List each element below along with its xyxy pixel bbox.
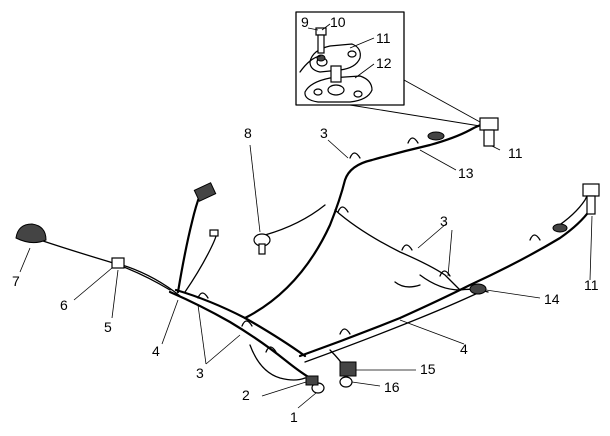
connector-small: [209, 229, 219, 237]
label-16: 16: [384, 379, 400, 395]
lamp-lead: [39, 239, 171, 291]
vertical-branch-small: [184, 235, 217, 293]
inset-callout-line-1: [403, 79, 481, 123]
leader-16: [351, 381, 381, 387]
sensor-11-right-stem: [586, 195, 596, 215]
label-5: 5: [104, 319, 112, 335]
sender-8-stem: [258, 243, 266, 255]
bolt-9-head: [315, 27, 327, 36]
leader-3-left-a: [197, 304, 207, 365]
leader-8: [249, 144, 261, 233]
clip-1: [349, 152, 361, 159]
callout-labels: 9 10 11 12 11 8 3 13 3 11 14 4 15 16 2 1…: [12, 14, 599, 425]
label-3-right: 3: [440, 213, 448, 229]
label-7: 7: [12, 273, 20, 289]
sensor-stem: [330, 65, 342, 83]
sensor-11-top: [479, 117, 499, 131]
label-6: 6: [60, 297, 68, 313]
label-4-right: 4: [460, 341, 468, 357]
switch-16: [339, 376, 353, 388]
clip-3: [337, 206, 349, 213]
label-3-top: 3: [320, 125, 328, 141]
leader-3-right-b: [447, 229, 453, 277]
clip-5: [439, 270, 451, 277]
leader-3-right-a: [417, 223, 447, 249]
leader-4-left: [161, 299, 179, 345]
label-3-left: 3: [196, 365, 204, 381]
sender-8-lead: [264, 204, 326, 236]
label-13: 13: [458, 165, 474, 181]
leader-13: [419, 149, 457, 171]
clips: [197, 137, 541, 353]
flange-hole-right: [347, 50, 357, 58]
sensor-11-top-stem: [483, 129, 495, 147]
bolt-9-shank: [317, 34, 325, 54]
socket-2: [305, 375, 319, 386]
gasket-hole-center: [327, 84, 345, 96]
leader-7: [19, 247, 31, 273]
leader-4-right: [399, 319, 465, 345]
leader-1: [297, 392, 317, 409]
gasket-hole-left: [313, 88, 323, 96]
leader-11-inset: [349, 37, 375, 49]
clip-7: [197, 292, 209, 299]
inset-callout-line-2: [349, 104, 481, 127]
leader-lines: [19, 139, 593, 409]
harness-wires: [39, 122, 592, 381]
upper-branch: [243, 122, 490, 320]
inset-detail: [295, 11, 481, 127]
connector-14: [469, 283, 487, 295]
label-4-left: 4: [152, 343, 160, 359]
clip-10: [339, 328, 351, 335]
label-12: 12: [376, 55, 392, 71]
small-lead: [394, 281, 421, 288]
leader-2: [261, 381, 307, 397]
label-11-right: 11: [584, 277, 599, 293]
clip-8: [241, 320, 253, 327]
parts: [15, 117, 600, 394]
label-14: 14: [544, 291, 560, 307]
label-15: 15: [420, 361, 436, 377]
leader-3-left-b: [205, 334, 241, 365]
label-8: 8: [244, 125, 252, 141]
gasket-hole-right: [353, 90, 363, 98]
grommet-5: [111, 257, 125, 269]
label-10: 10: [330, 14, 346, 30]
sensor-11-right: [582, 183, 600, 197]
leader-14: [485, 289, 541, 299]
inset-frame: [295, 11, 405, 106]
trunk-lower-left: [168, 290, 312, 380]
courtesy-lamp-7: [15, 223, 47, 244]
label-11-inset: 11: [376, 30, 391, 46]
vertical-branch: [176, 193, 202, 294]
trunk-lower-left-2: [174, 288, 307, 358]
connector-plug: [193, 182, 217, 202]
trunk-long-right: [298, 208, 592, 358]
leader-12: [354, 63, 375, 79]
leader-11-right: [589, 215, 593, 281]
trunk-long-right-2: [304, 291, 481, 363]
leader-11-top: [491, 145, 501, 151]
label-2: 2: [242, 387, 250, 403]
clip-6: [529, 234, 541, 241]
switch-15: [339, 361, 357, 377]
leader-10: [321, 23, 331, 31]
inset-wire: [299, 55, 321, 73]
leader-6: [73, 267, 113, 301]
label-1: 1: [290, 409, 298, 425]
inline-connector-right: [552, 223, 568, 233]
clip-9: [265, 346, 277, 353]
inline-connector-13: [427, 131, 445, 141]
label-11-top: 11: [508, 145, 523, 161]
leader-5: [111, 269, 119, 319]
label-9: 9: [301, 14, 309, 30]
mid-branch: [334, 209, 461, 291]
leader-9: [307, 27, 319, 31]
leader-3-top: [327, 139, 349, 159]
clip-4: [401, 244, 413, 251]
clip-2: [407, 137, 419, 144]
hook-loop: [249, 344, 306, 381]
